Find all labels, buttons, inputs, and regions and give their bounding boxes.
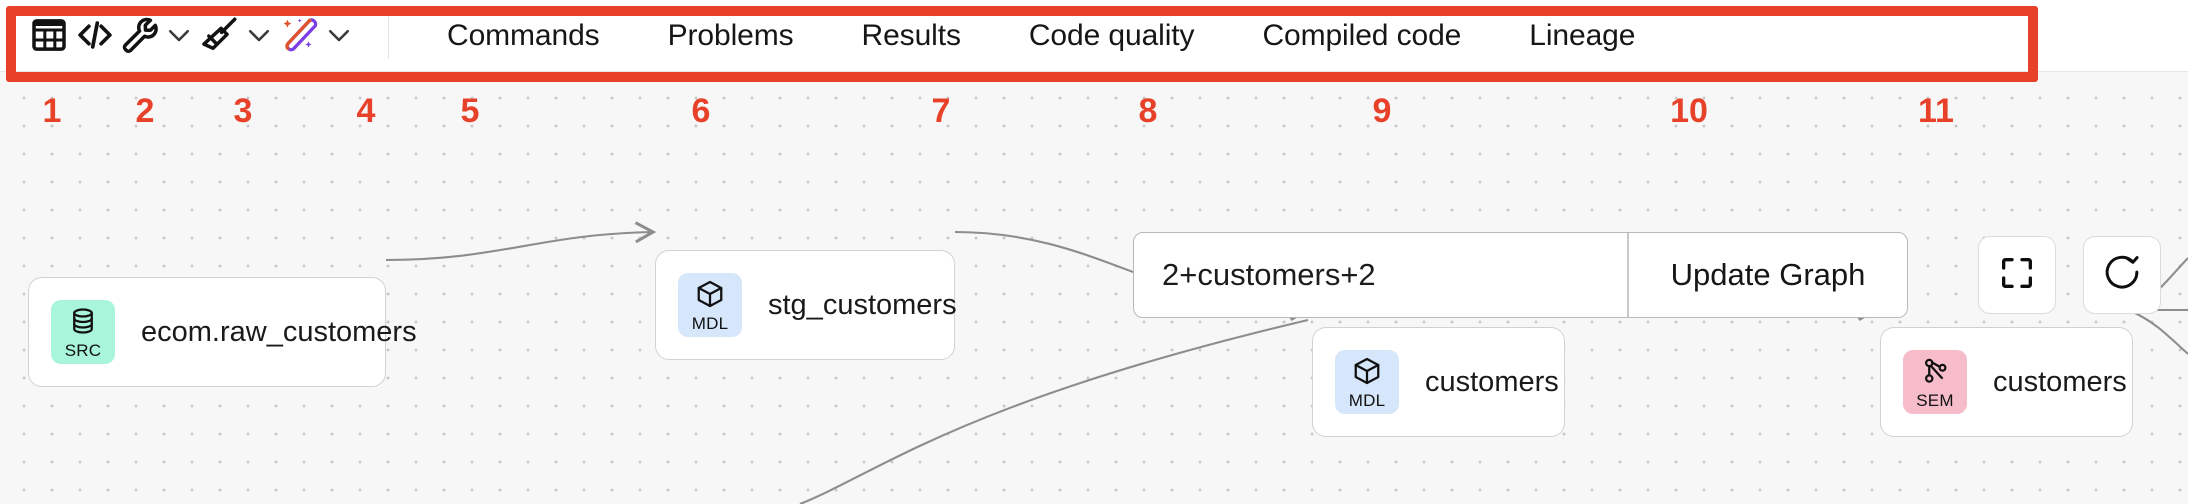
graph-search-control[interactable]: Update Graph: [1133, 232, 1908, 318]
annotation-number: 9: [1372, 92, 1392, 130]
lineage-node[interactable]: MDL stg_customers: [655, 250, 957, 360]
annotation-number: 10: [1670, 92, 1708, 130]
wrench-chevron-down-icon-button[interactable]: [160, 8, 198, 64]
node-type-label: MDL: [1348, 390, 1386, 410]
magic-wand-icon-button[interactable]: [278, 8, 320, 64]
annotation-number: 7: [931, 92, 951, 130]
tab-problems[interactable]: Problems: [667, 19, 794, 52]
annotation-number: 1: [42, 92, 62, 130]
graph-search-input[interactable]: [1134, 233, 1628, 317]
magic-wand-chevron-down-icon-button[interactable]: [320, 8, 358, 64]
annotation-number: 6: [691, 92, 711, 130]
lineage-node[interactable]: SRC ecom.raw_customers: [28, 277, 417, 387]
tab-lineage[interactable]: Lineage: [1529, 19, 1636, 52]
table-view-icon: [29, 15, 69, 58]
node-type-label: SRC: [64, 340, 102, 360]
node-type-badge: SRC: [51, 300, 115, 364]
node-type-badge: MDL: [678, 273, 742, 337]
fit-view-button[interactable]: [1978, 236, 2056, 314]
node-label: customers: [1993, 365, 2127, 398]
reset-icon: [2101, 252, 2143, 299]
node-type-label: SEM: [1916, 390, 1954, 410]
chevron-down-icon: [324, 20, 354, 53]
network-icon: [1920, 356, 1950, 391]
code-icon: [74, 14, 116, 59]
tab-compiled-code[interactable]: Compiled code: [1262, 19, 1462, 52]
lineage-node[interactable]: MDL customers: [1312, 327, 1565, 437]
magic-wand-icon: [278, 14, 320, 59]
annotation-number: 3: [233, 92, 253, 130]
node-type-badge: MDL: [1335, 350, 1399, 414]
editor-tabs: Commands Problems Results Code quality Compi…: [413, 0, 1669, 72]
annotation-number: 8: [1138, 92, 1158, 130]
broom-chevron-down-icon-button[interactable]: [240, 8, 278, 64]
chevron-down-icon: [164, 20, 194, 53]
tab-commands[interactable]: Commands: [447, 19, 600, 52]
annotation-number: 2: [135, 92, 155, 130]
database-icon: [68, 306, 98, 341]
wrench-icon-button[interactable]: [118, 8, 160, 64]
node-label: ecom.raw_customers: [141, 315, 417, 348]
annotation-number: 5: [460, 92, 480, 130]
broom-icon: [198, 14, 240, 59]
update-graph-button[interactable]: Update Graph: [1629, 233, 1907, 317]
lineage-node[interactable]: SEM customers: [1880, 327, 2133, 437]
node-label: stg_customers: [768, 288, 957, 321]
node-type-label: MDL: [691, 313, 729, 333]
annotation-number: 4: [356, 92, 376, 130]
broom-icon-button[interactable]: [198, 8, 240, 64]
reset-graph-button[interactable]: [2083, 236, 2161, 314]
toolbar-divider: [388, 13, 389, 59]
toolbar-icon-group: [0, 0, 358, 72]
fit-view-icon: [1997, 253, 2037, 298]
control-divider: [1627, 233, 1629, 317]
annotation-number: 11: [1918, 92, 1954, 130]
tab-code-quality[interactable]: Code quality: [1028, 19, 1195, 52]
table-view-icon-button[interactable]: [26, 8, 72, 64]
chevron-down-icon: [244, 20, 274, 53]
code-icon-button[interactable]: [72, 8, 118, 64]
wrench-icon: [118, 14, 160, 59]
cube-icon: [695, 279, 725, 314]
node-label: customers: [1425, 365, 1559, 398]
tab-results[interactable]: Results: [861, 19, 961, 52]
node-type-badge: SEM: [1903, 350, 1967, 414]
editor-toolbar: Commands Problems Results Code quality Compi…: [0, 0, 2188, 72]
cube-icon: [1352, 356, 1382, 391]
